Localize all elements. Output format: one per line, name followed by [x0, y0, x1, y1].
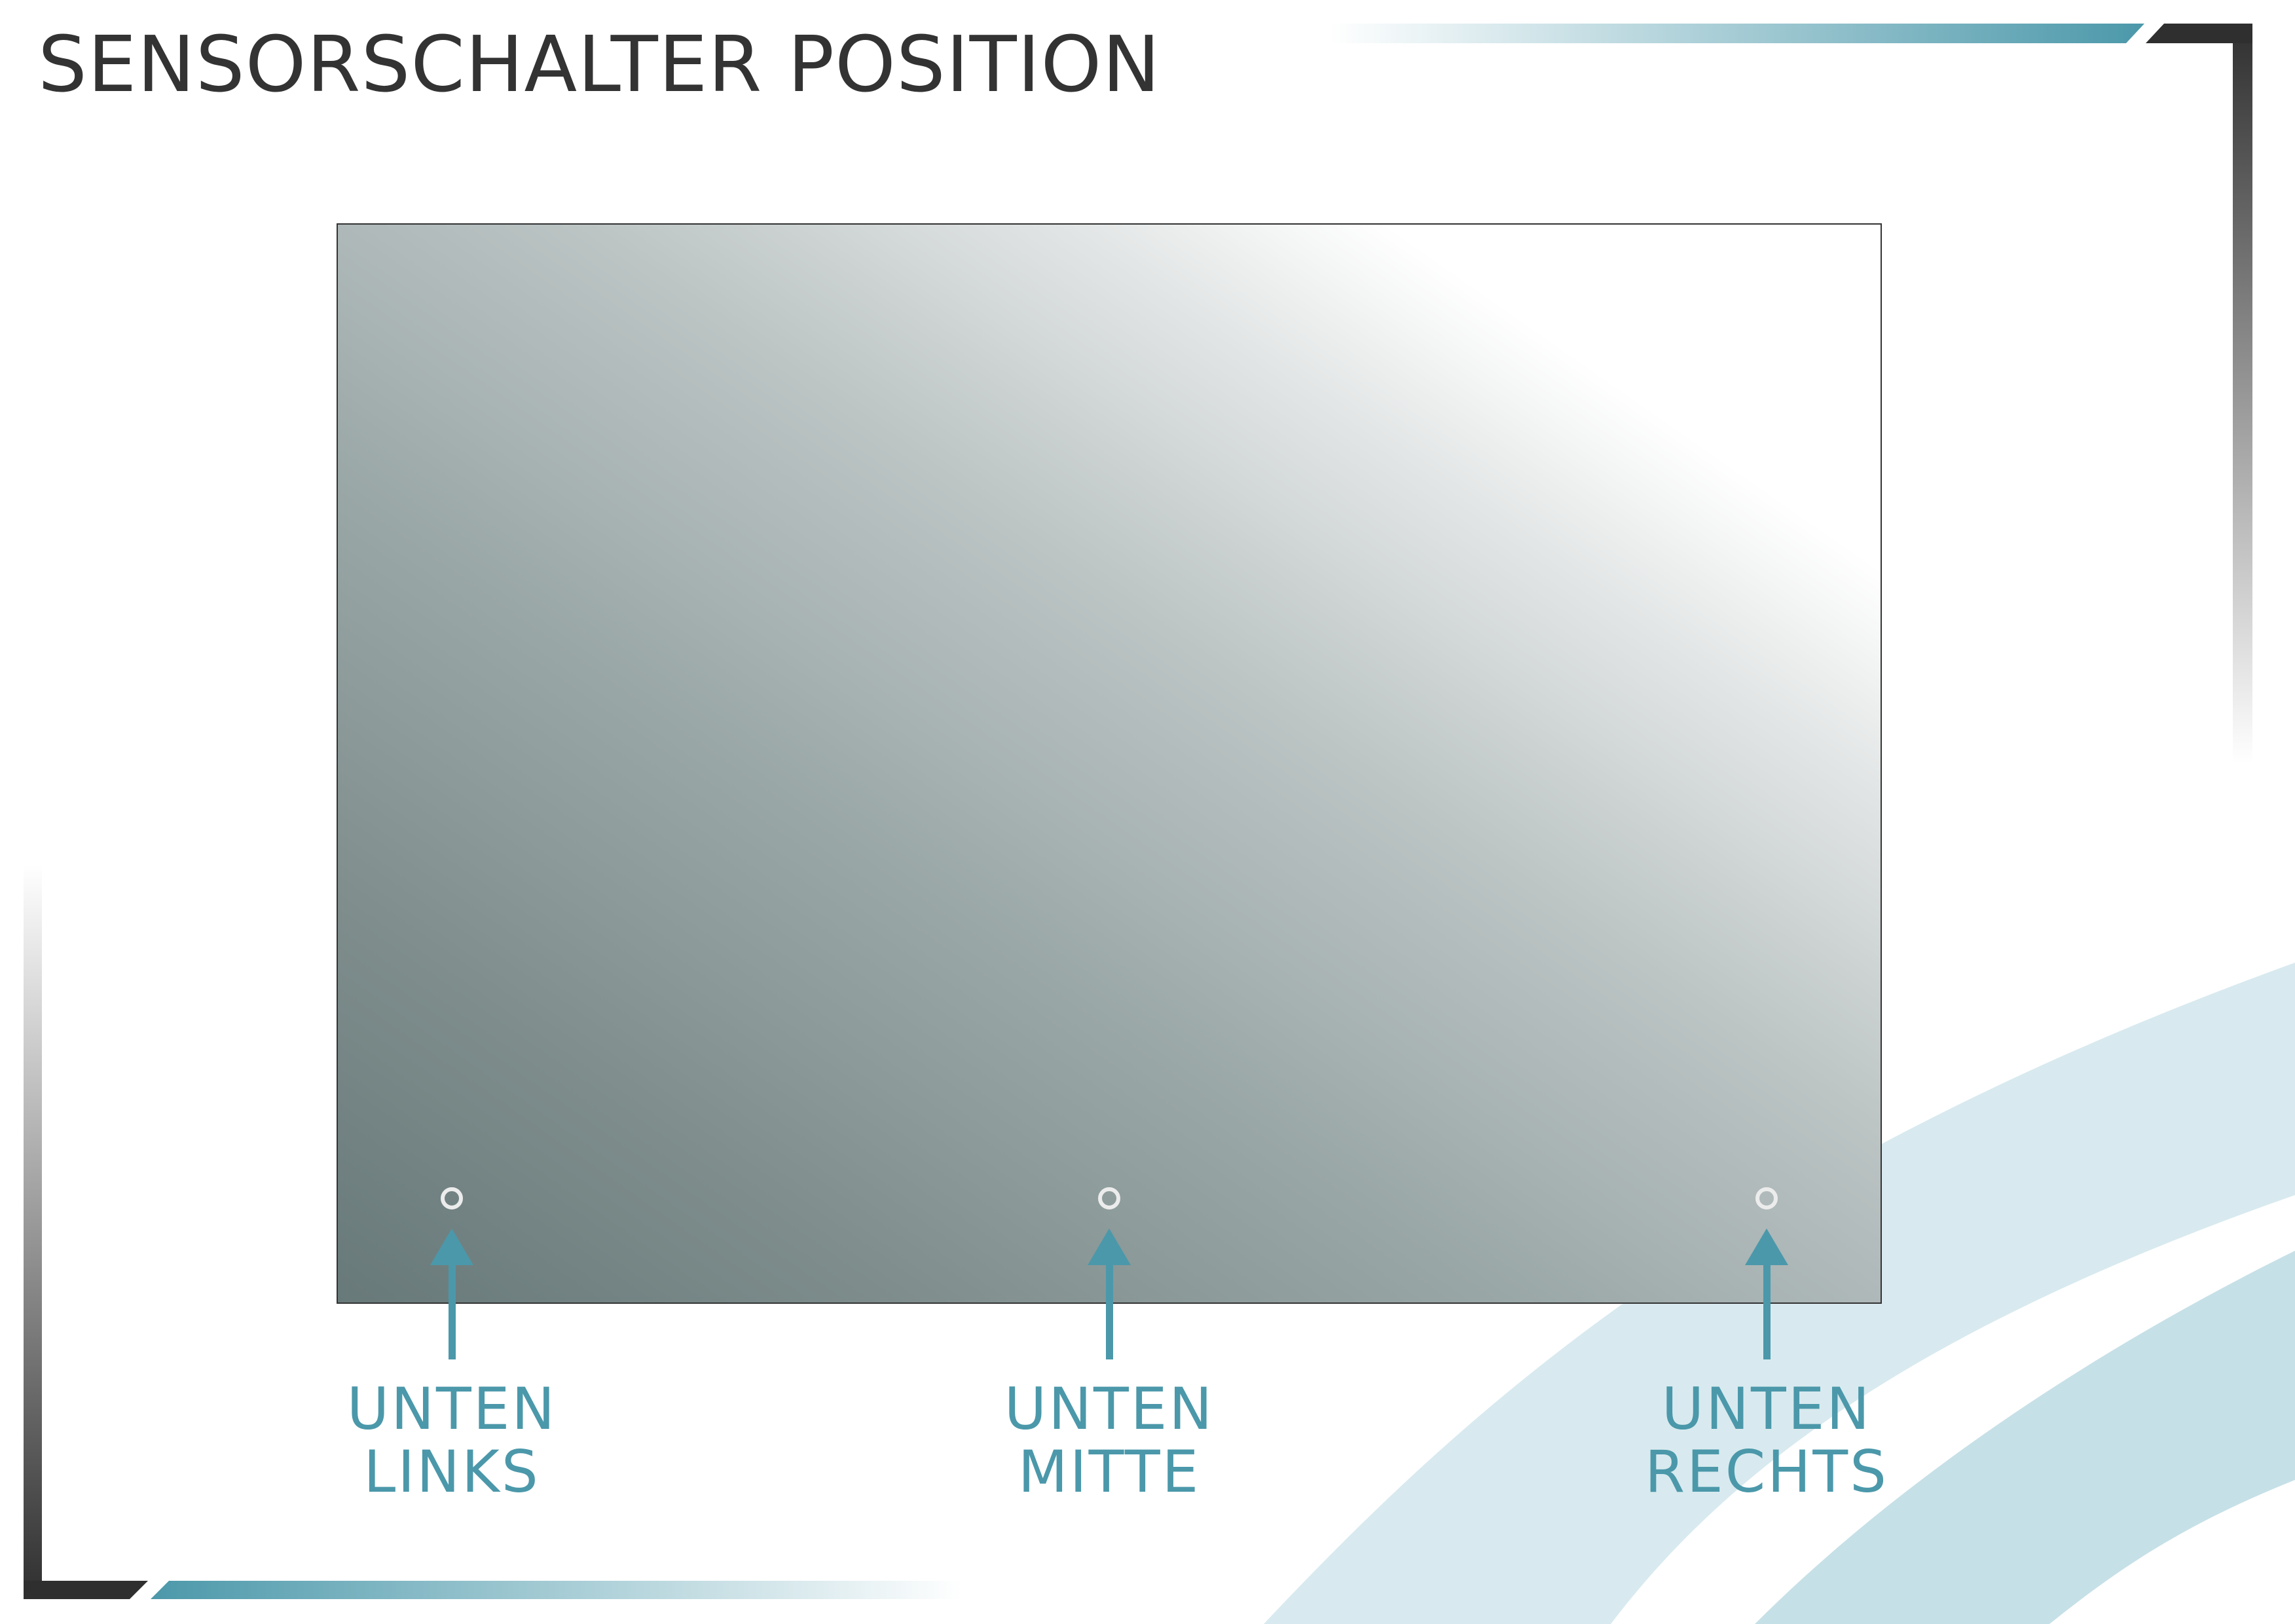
- top-stripe: [1329, 24, 2144, 43]
- bottom-stripe: [151, 1581, 963, 1599]
- left-edge-bar: [24, 864, 42, 1599]
- label-line-1: UNTEN: [346, 1375, 557, 1443]
- sensor-switch-right: [1755, 1187, 1778, 1209]
- sensor-switch-center: [1098, 1187, 1120, 1209]
- wave-mid: [1755, 1251, 2295, 1624]
- bottom-left-corner-bar: [24, 1581, 148, 1599]
- top-right-corner-bar: [2146, 24, 2252, 43]
- sensor-switch-left: [441, 1187, 463, 1209]
- arrow-up-icon: [430, 1228, 473, 1359]
- label-bottom-center: UNTEN MITTE: [1004, 1378, 1214, 1504]
- mirror-panel: [337, 223, 1882, 1304]
- page-title: SENSORSCHALTER POSITION: [38, 19, 1161, 109]
- label-line-1: UNTEN: [1661, 1375, 1872, 1443]
- label-bottom-right: UNTEN RECHTS: [1645, 1378, 1888, 1504]
- label-line-1: UNTEN: [1004, 1375, 1215, 1443]
- arrow-up-icon: [1745, 1228, 1788, 1359]
- label-line-2: MITTE: [1018, 1438, 1201, 1505]
- label-line-2: RECHTS: [1645, 1438, 1888, 1505]
- label-bottom-left: UNTEN LINKS: [347, 1378, 557, 1504]
- right-edge-bar: [2233, 24, 2252, 764]
- label-line-2: LINKS: [363, 1438, 540, 1505]
- arrow-up-icon: [1088, 1228, 1131, 1359]
